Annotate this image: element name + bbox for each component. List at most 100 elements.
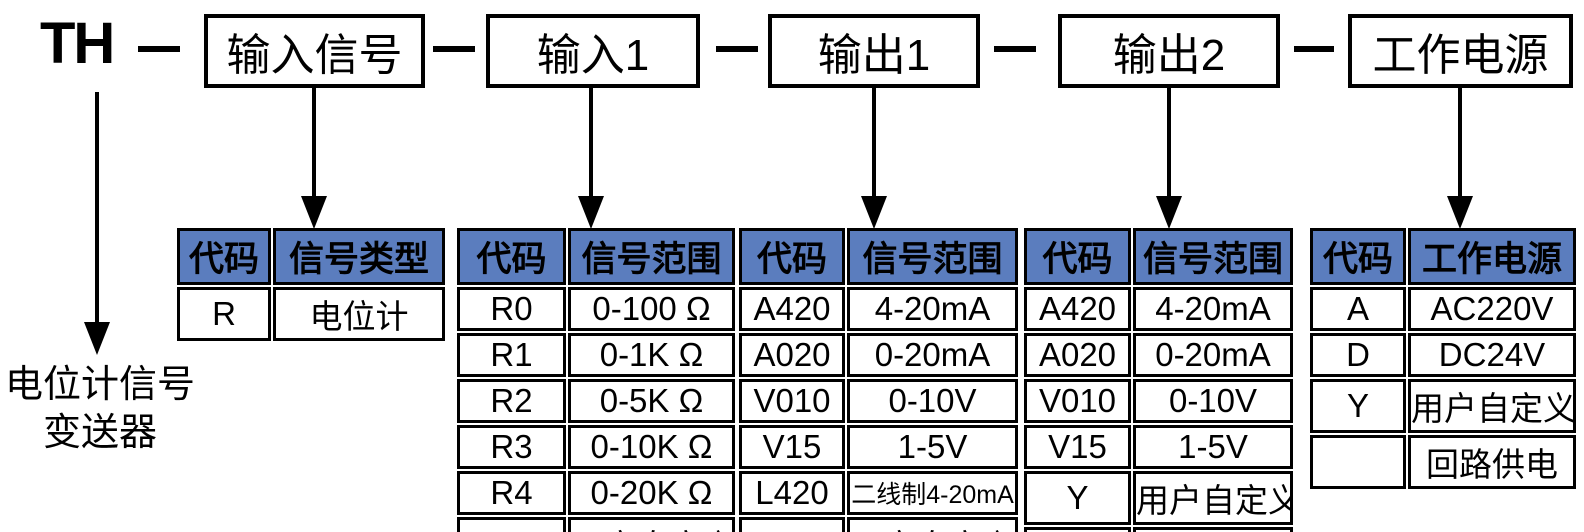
table-cell: A020 [739, 333, 845, 377]
table-header-row: 代码 工作电源 [1310, 228, 1576, 285]
table-cell: 用户自定义 [1133, 471, 1293, 525]
table-header-cell: 工作电源 [1408, 228, 1576, 285]
table-cell: 0-10V [1133, 379, 1293, 423]
field-box-label: 工作电源 [1372, 31, 1549, 80]
table-cell: 0-10K Ω [568, 425, 735, 469]
table-cell: 0-20K Ω [568, 471, 735, 515]
table-cell: V15 [1024, 425, 1131, 469]
table-cell: 1-5V [847, 425, 1018, 469]
down-arrow-icon [589, 88, 593, 198]
table-cell: 用户自定义 [1408, 379, 1576, 433]
table-header-cell: 信号范围 [568, 228, 735, 285]
field-box-output-2: 输出2 [1058, 14, 1280, 88]
table-cell: A420 [739, 287, 845, 331]
table-cell: 用户自定义 [568, 517, 735, 532]
down-arrow-icon [578, 196, 604, 229]
down-arrow-icon [1167, 88, 1171, 198]
table-cell: R [177, 287, 271, 341]
table-cell: Y [457, 517, 566, 532]
dash-connector [433, 46, 475, 52]
table-cell: A020 [1024, 333, 1131, 377]
dash-connector [138, 46, 180, 52]
table-cell: R2 [457, 379, 566, 423]
table-header-cell: 信号类型 [273, 228, 445, 285]
table-header-cell: 信号范围 [847, 228, 1018, 285]
field-box-label: 输入1 [536, 31, 650, 80]
table-header-row: 代码 信号类型 [177, 228, 445, 285]
table-row: 回路供电 [1310, 435, 1576, 489]
table-header-row: 代码 信号范围 [457, 228, 735, 285]
table-cell: 0-1K Ω [568, 333, 735, 377]
table-row: 无 [1024, 527, 1293, 532]
down-arrow-icon [1458, 88, 1462, 198]
table-cell: 0-100 Ω [568, 287, 735, 331]
dash-connector [716, 46, 758, 52]
table-cell: 电位计 [273, 287, 445, 341]
field-box-label: 输出2 [1112, 31, 1226, 80]
table-cell: L420 [739, 471, 845, 515]
field-box-label: 输入信号 [226, 31, 403, 80]
table-cell: 回路供电 [1408, 435, 1576, 489]
table-cell: 1-5V [1133, 425, 1293, 469]
down-arrow-icon [95, 92, 99, 324]
down-arrow-icon [312, 88, 316, 198]
table-header-cell: 代码 [457, 228, 566, 285]
model-prefix: TH [40, 11, 115, 76]
table-header-cell: 代码 [1024, 228, 1131, 285]
table-cell: Y [739, 517, 845, 532]
table-cell: V010 [1024, 379, 1131, 423]
table-cell: A [1310, 287, 1406, 331]
table-cell: 0-5K Ω [568, 379, 735, 423]
table-cell: R3 [457, 425, 566, 469]
table-cell: Y [1310, 379, 1406, 433]
table-cell: 用户自定义 [847, 517, 1018, 532]
table-header-cell: 信号范围 [1133, 228, 1293, 285]
table-cell: 0-20mA [847, 333, 1018, 377]
table-cell: V010 [739, 379, 845, 423]
table-cell [1024, 527, 1131, 532]
down-arrow-icon [861, 196, 887, 229]
product-caption: 电位计信号 变送器 [0, 362, 200, 457]
table-cell: AC220V [1408, 287, 1576, 331]
table-cell: 0-20mA [1133, 333, 1293, 377]
field-box-output-1: 输出1 [768, 14, 980, 88]
field-box-input-1: 输入1 [486, 14, 700, 88]
table-header-cell: 代码 [739, 228, 845, 285]
field-box-input-signal: 输入信号 [204, 14, 425, 88]
down-arrow-icon [872, 88, 876, 198]
table-cell: R1 [457, 333, 566, 377]
table-cell: V15 [739, 425, 845, 469]
table-cell: 0-10V [847, 379, 1018, 423]
table-header-row: 代码 信号范围 [1024, 228, 1293, 285]
down-arrow-icon [84, 322, 110, 355]
field-box-label: 输出1 [817, 31, 931, 80]
table-cell: A420 [1024, 287, 1131, 331]
dash-connector [994, 46, 1036, 52]
product-caption-line2: 变送器 [42, 411, 157, 454]
table-cell: 4-20mA [847, 287, 1018, 331]
down-arrow-icon [1447, 196, 1473, 229]
down-arrow-icon [301, 196, 327, 229]
